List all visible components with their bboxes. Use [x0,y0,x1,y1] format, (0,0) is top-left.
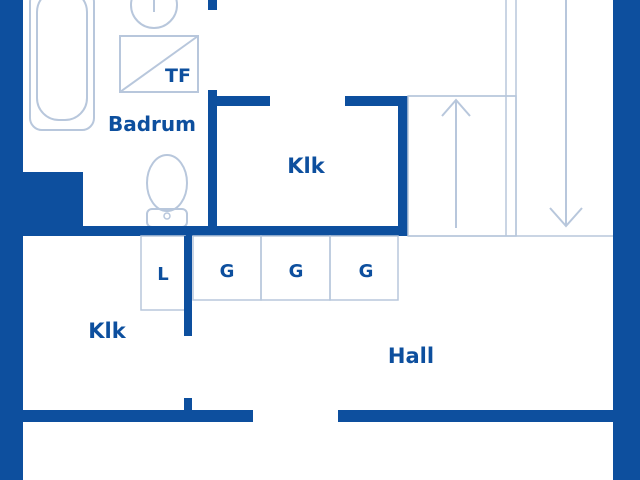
toilet-tank [146,154,188,212]
dryer-cabinet [119,35,199,93]
lower-wall-left [23,410,253,422]
bathroom-label: Badrum [108,112,196,136]
lower-wall-right [338,410,613,422]
toilet-button [163,212,171,220]
outer-wall-right [613,0,640,480]
bathtub-inner [36,0,88,121]
bathtub [29,0,95,131]
closet-left-label: Klk [88,319,126,343]
dryer-label: TF [165,65,191,87]
closet-right-wall [398,96,408,236]
shaft [23,172,83,234]
stair-outline [407,95,517,237]
sink [130,0,178,29]
wardrobe-2-label: G [289,261,304,282]
closet-top-label: Klk [287,154,325,178]
closet-left-partition [184,236,192,336]
closet-top-wall-right [345,96,408,106]
closet-top-wall-left [208,96,270,106]
bathroom-right-wall [208,90,217,235]
wardrobe-3 [329,235,399,301]
outer-wall-left [0,0,23,480]
arrow-down-icon [549,0,583,228]
wall-stub-top [208,0,217,10]
arrow-up-icon [441,98,471,228]
hall-label: Hall [388,344,434,368]
linen-label: L [157,264,168,285]
wardrobe-3-label: G [359,261,374,282]
partition-stub [184,398,192,410]
dryer-diagonal [119,35,199,93]
middle-horizontal-wall [23,226,408,236]
wardrobe-1-label: G [220,261,235,282]
